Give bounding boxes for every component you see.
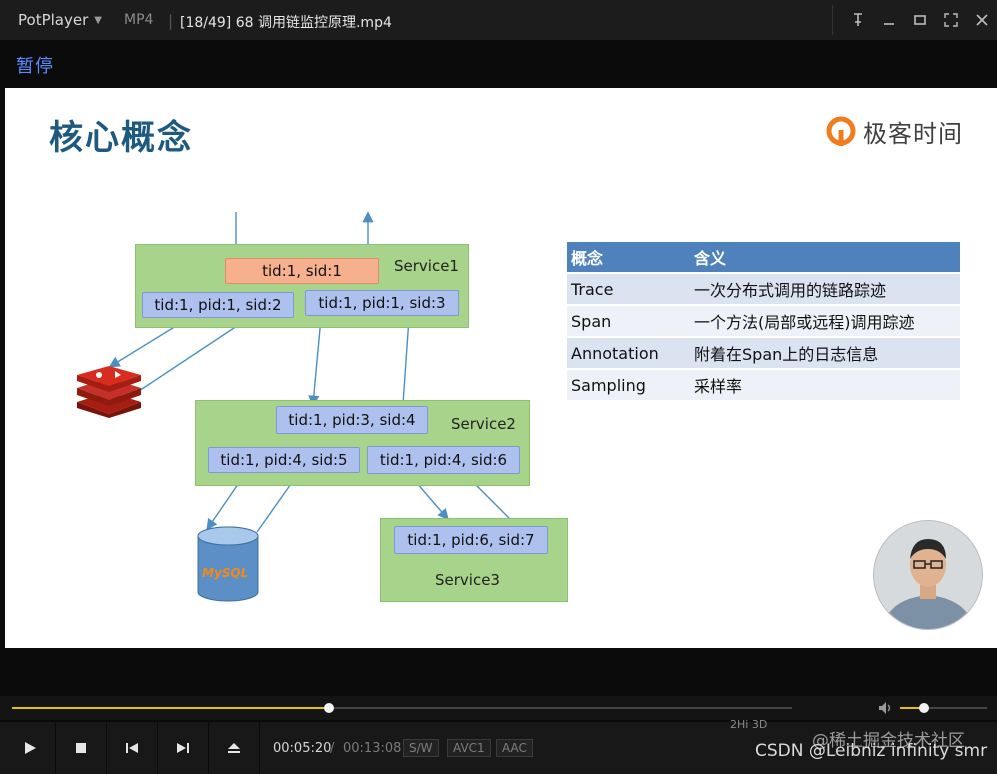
header-concept: 概念: [567, 242, 690, 273]
title-bar: PotPlayer ▼ MP4 | [18/49] 68 调用链监控原理.mp4: [0, 0, 997, 40]
decoder-tag[interactable]: S/W: [403, 739, 439, 757]
seek-thumb[interactable]: [323, 703, 334, 713]
volume-icon[interactable]: [878, 701, 894, 715]
service3-label: Service3: [435, 571, 500, 589]
app-name: PotPlayer: [18, 11, 89, 29]
eject-icon: [228, 743, 240, 753]
total-time: 00:13:08: [343, 741, 402, 756]
fullscreen-icon: [943, 13, 958, 27]
redis-icon: [77, 366, 141, 418]
row-term: Sampling: [567, 368, 690, 400]
row-meaning: 附着在Span上的日志信息: [690, 336, 960, 369]
format-label: MP4: [124, 12, 154, 28]
logo-text: 极客时间: [863, 120, 963, 148]
volume-thumb[interactable]: [919, 703, 930, 713]
pin-button[interactable]: [842, 0, 873, 40]
stop-icon: [76, 743, 86, 753]
span-sid7: tid:1, pid:6, sid:7: [394, 526, 548, 554]
row-term: Span: [567, 304, 690, 337]
close-icon: [975, 14, 988, 26]
close-button[interactable]: [966, 0, 997, 40]
row-meaning: 采样率: [690, 368, 960, 400]
row-term: Trace: [567, 272, 690, 305]
span-root: tid:1, sid:1: [225, 258, 379, 284]
skip-previous-icon: [126, 743, 138, 753]
seek-progress-fill: [12, 707, 329, 709]
row-meaning: 一个方法(局部或远程)调用踪迹: [690, 304, 960, 337]
app-menu-button[interactable]: PotPlayer ▼: [8, 0, 112, 40]
slide-title: 核心概念: [49, 118, 193, 158]
span-sid4: tid:1, pid:3, sid:4: [276, 406, 428, 434]
fullscreen-button[interactable]: [935, 0, 966, 40]
presenter-avatar-icon: [874, 521, 982, 629]
mysql-icon: MySQL: [194, 524, 262, 604]
csdn-watermark: CSDN @Leibniz infinity smr: [755, 741, 988, 761]
service1-label: Service1: [394, 257, 459, 275]
table-row: Trace 一次分布式调用的链路踪迹: [567, 272, 960, 305]
concept-table-header: 概念 含义: [567, 242, 960, 273]
juejin-watermark: @稀土掘金技术社区: [812, 731, 965, 751]
span-sid5: tid:1, pid:4, sid:5: [208, 447, 360, 473]
table-row: Annotation 附着在Span上的日志信息: [567, 336, 960, 369]
service2-label: Service2: [451, 415, 516, 433]
minimize-icon: [883, 23, 894, 25]
span-sid3: tid:1, pid:1, sid:3: [305, 290, 459, 316]
time-separator: /: [330, 741, 335, 756]
geektime-logo-icon: [826, 116, 856, 146]
faint-watermark: 2Hi 3D: [730, 718, 768, 731]
volume-track: [900, 707, 987, 709]
geektime-logo: 极客时间: [825, 114, 963, 149]
presenter-webcam: [873, 520, 983, 630]
title-divider: |: [168, 12, 174, 30]
mysql-label: MySQL: [202, 566, 249, 580]
concept-table: 概念 含义 Trace 一次分布式调用的链路踪迹 Span 一个方法(局部或远程…: [567, 242, 960, 400]
file-title: [18/49] 68 调用链监控原理.mp4: [180, 15, 392, 31]
audio-codec-tag[interactable]: AAC: [496, 739, 533, 757]
open-file-button[interactable]: [209, 722, 260, 774]
span-sid6: tid:1, pid:4, sid:6: [367, 446, 520, 474]
row-meaning: 一次分布式调用的链路踪迹: [690, 272, 960, 305]
play-button[interactable]: [5, 722, 56, 774]
osd-status: 暂停: [16, 56, 54, 77]
skip-next-icon: [177, 743, 189, 753]
pin-icon: [853, 13, 862, 26]
seek-bar[interactable]: [0, 696, 997, 720]
seek-track: [12, 707, 792, 709]
table-row: Span 一个方法(局部或远程)调用踪迹: [567, 304, 960, 337]
video-frame[interactable]: 核心概念 极客时间 Service1 tid:1, s: [5, 88, 997, 648]
table-row: Sampling 采样率: [567, 368, 960, 400]
header-meaning: 含义: [690, 242, 960, 273]
control-bar: 00:05:20 / 00:13:08 S/W AVC1 AAC 2Hi 3D …: [0, 718, 997, 774]
maximize-icon: [913, 15, 926, 25]
stop-button[interactable]: [56, 722, 107, 774]
chevron-down-icon: ▼: [94, 14, 102, 26]
volume-fill: [900, 707, 925, 709]
window-controls-divider: [832, 5, 833, 35]
next-button[interactable]: [158, 722, 209, 774]
maximize-button[interactable]: [904, 0, 935, 40]
span-sid2: tid:1, pid:1, sid:2: [142, 292, 294, 318]
current-time: 00:05:20: [273, 741, 332, 756]
row-term: Annotation: [567, 336, 690, 369]
play-icon: [25, 742, 36, 754]
minimize-button[interactable]: [873, 0, 904, 40]
video-codec-tag[interactable]: AVC1: [447, 739, 491, 757]
previous-button[interactable]: [107, 722, 158, 774]
